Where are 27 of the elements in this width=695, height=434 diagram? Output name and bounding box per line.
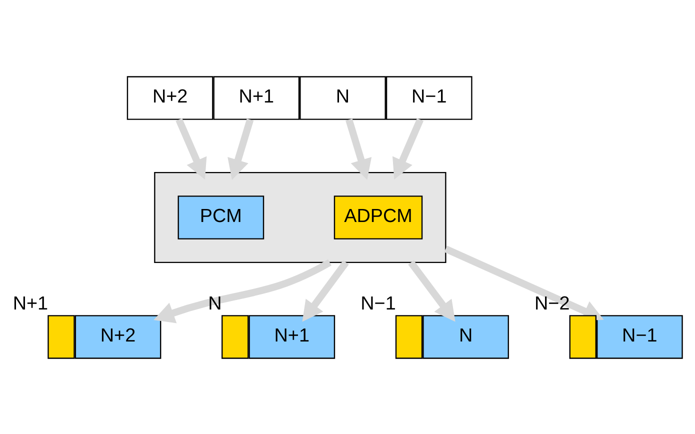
node-label: N−1 <box>360 293 396 314</box>
arrow <box>176 118 207 180</box>
node-label: N+1 <box>12 293 48 314</box>
arrow <box>228 118 254 180</box>
node-box: N−1 <box>386 76 472 120</box>
node-label: N <box>208 293 222 314</box>
node-box: N+2 <box>74 314 162 358</box>
node-box: ADPCM <box>334 195 423 239</box>
node-box: PCM <box>178 195 264 239</box>
arrow <box>346 118 372 180</box>
node-box: N+1 <box>213 76 300 120</box>
arrow <box>154 258 332 323</box>
arrow <box>302 260 349 322</box>
node-bar <box>395 314 423 358</box>
node-bar <box>222 314 249 358</box>
arrow <box>408 260 456 322</box>
node-box: N+1 <box>248 314 336 358</box>
node-label: N−2 <box>534 293 570 314</box>
cluster <box>154 171 446 263</box>
node-box: N <box>300 76 386 120</box>
node-box: N <box>422 314 509 358</box>
node-box: N−1 <box>596 314 683 358</box>
arrow <box>392 118 424 180</box>
arrow <box>444 245 604 321</box>
node-box: N+2 <box>126 76 214 120</box>
node-bar <box>48 314 75 358</box>
node-bar <box>569 314 596 358</box>
